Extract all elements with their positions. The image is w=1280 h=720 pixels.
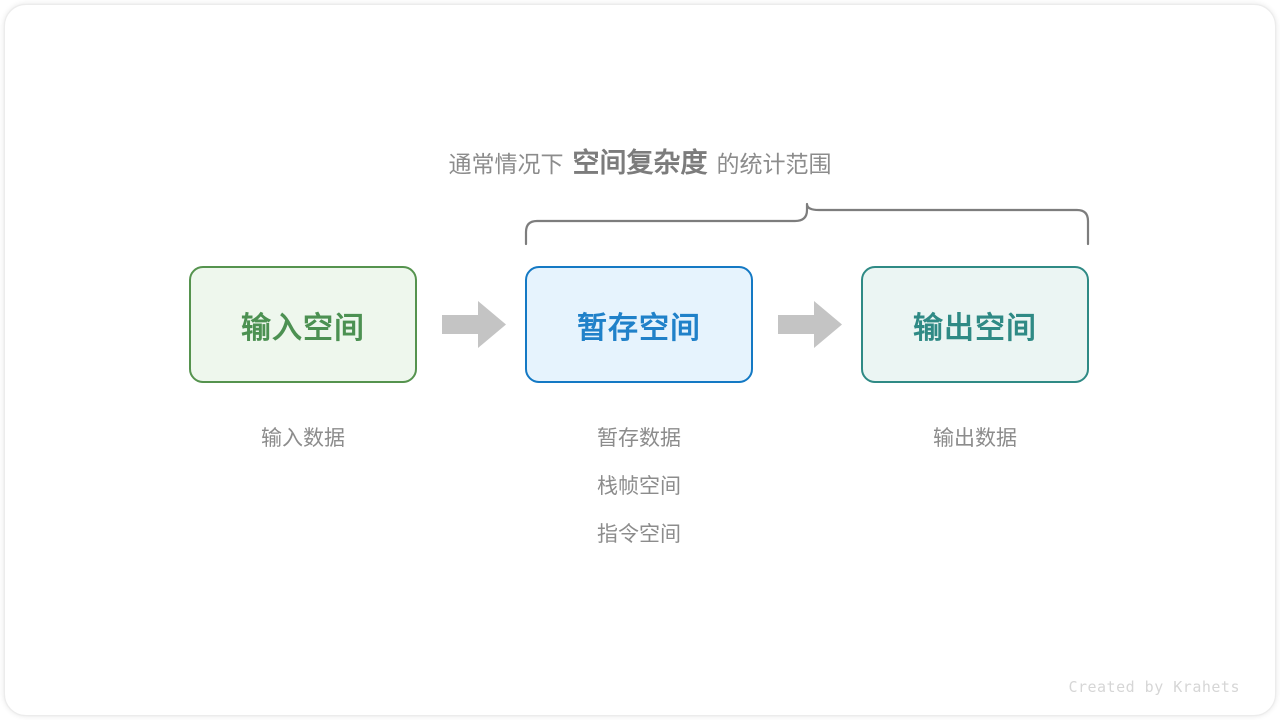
box-output-space[interactable]: 输出空间 (861, 266, 1089, 383)
caption-text: 通常情况下空间复杂度的统计范围 (0, 150, 1280, 177)
sublabels-output: 输出数据 (845, 415, 1105, 463)
box-temp-space[interactable]: 暂存空间 (525, 266, 753, 383)
sublabel-item: 输出数据 (933, 427, 1017, 450)
sublabel-item: 输入数据 (261, 427, 345, 450)
box-temp-space-label: 暂存空间 (577, 311, 701, 345)
box-input-space[interactable]: 输入空间 (189, 266, 417, 383)
sublabel-item: 指令空间 (597, 523, 681, 546)
credit-text: Created by Krahets (1068, 678, 1240, 696)
arrow-right-icon-2 (778, 301, 842, 348)
sublabels-input: 输入数据 (173, 415, 433, 463)
sublabels-temp: 暂存数据 栈帧空间 指令空间 (509, 415, 769, 559)
caption-emphasis: 空间复杂度 (572, 148, 708, 178)
sublabel-item: 暂存数据 (597, 427, 681, 450)
curly-brace (515, 196, 1100, 252)
caption-prefix: 通常情况下 (448, 151, 564, 177)
box-input-space-label: 输入空间 (241, 311, 365, 345)
arrow-right-icon-1 (442, 301, 506, 348)
box-output-space-label: 输出空间 (913, 311, 1037, 345)
sublabel-item: 栈帧空间 (597, 475, 681, 498)
caption-suffix: 的统计范围 (716, 151, 832, 177)
